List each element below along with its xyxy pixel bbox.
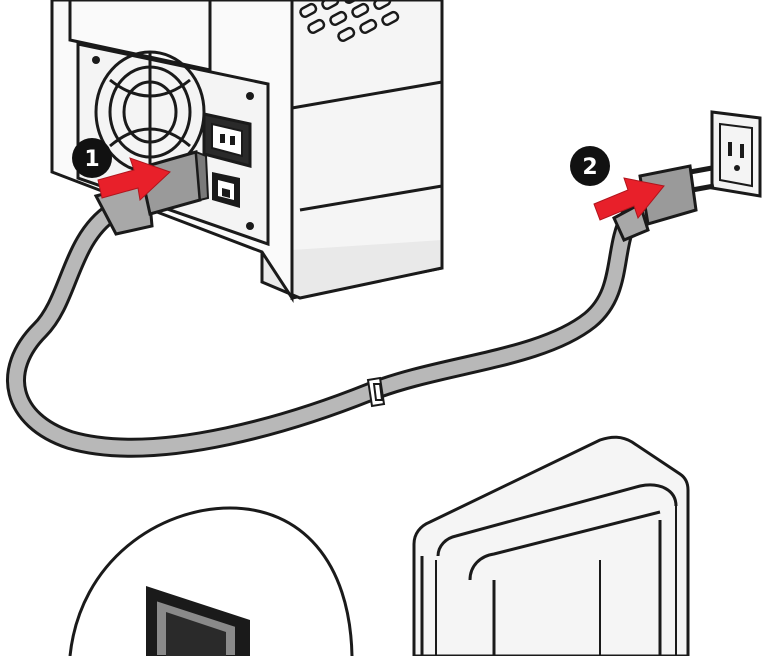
step-2-label: 2 — [582, 155, 597, 180]
power-cable — [6, 202, 640, 458]
psu-power-inlet — [202, 112, 252, 168]
pc-case-rear — [50, 0, 444, 304]
case-vents — [299, 0, 400, 43]
wall-outlet — [710, 110, 762, 198]
step-1-label: 1 — [84, 147, 99, 172]
wall-plug — [612, 164, 715, 242]
step-2-badge: 2 — [570, 146, 610, 186]
cable-tie — [366, 376, 386, 408]
rocker-switch-zoom — [146, 586, 250, 656]
step-2-arrow — [593, 177, 665, 221]
step-1-badge: 1 — [72, 138, 112, 178]
switch-detail-callout — [68, 506, 354, 656]
psu-power-switch — [212, 172, 240, 208]
step-1-arrow — [97, 157, 171, 202]
pc-case-front — [412, 435, 690, 656]
